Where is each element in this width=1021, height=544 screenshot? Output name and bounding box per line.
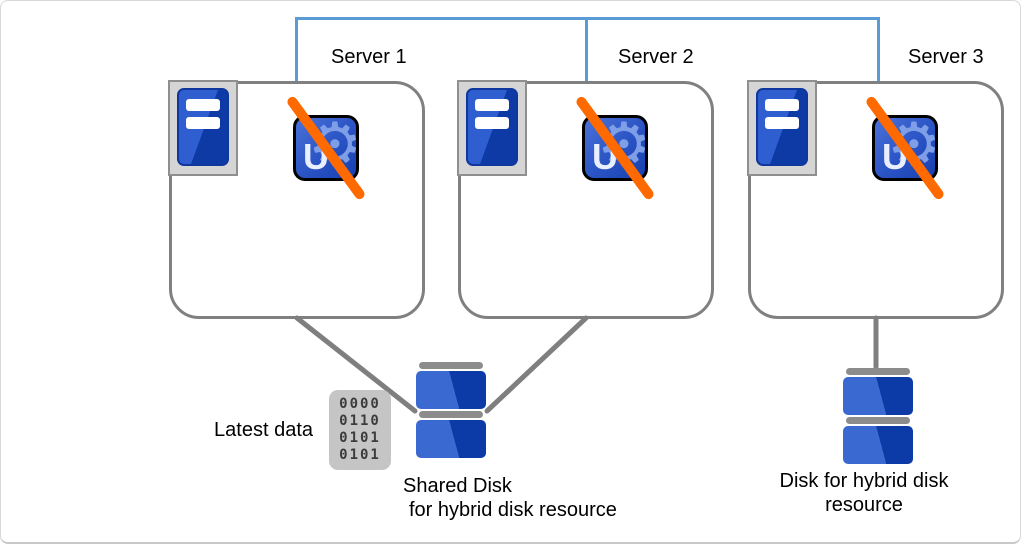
disk-cap — [846, 417, 910, 424]
hybrid-disk-label-line1: Disk for hybrid disk — [779, 470, 949, 492]
stopped-application-icon: ⚙ U — [864, 94, 946, 202]
disk-platter — [843, 377, 913, 415]
latest-data-label: Latest data — [214, 419, 313, 441]
interconnect-horizontal-line — [296, 17, 880, 20]
hybrid-disk-label-line2: resource — [825, 494, 903, 516]
binary-row: 0000 — [339, 396, 381, 412]
server-icon-body — [177, 88, 229, 166]
server-icon-body — [466, 88, 518, 166]
hybrid-disk-icon — [843, 368, 913, 464]
stopped-application-icon: ⚙ U — [574, 94, 656, 202]
connector-server2-shared-disk — [484, 315, 589, 414]
binary-data-icon: 0000 0110 0101 0101 — [329, 390, 391, 470]
server-drive-bar — [765, 99, 799, 111]
server-drive-bar — [186, 117, 220, 129]
disk-cap — [419, 362, 483, 369]
server-drive-bar — [475, 117, 509, 129]
disk-cap — [419, 411, 483, 418]
server1-label: Server 1 — [331, 46, 407, 68]
server1-box: ⚙ U — [168, 80, 425, 319]
disk-platter — [843, 426, 913, 464]
shared-disk-label-line1: Shared Disk — [403, 475, 512, 497]
disk-platter — [416, 371, 486, 409]
shared-disk-label-line2: for hybrid disk resource — [409, 499, 617, 521]
server3-box: ⚙ U — [747, 80, 1004, 319]
hybrid-disk-label: Disk for hybrid disk resource — [734, 469, 994, 517]
server-icon — [168, 80, 238, 176]
binary-row: 0110 — [339, 413, 381, 429]
server-drive-bar — [186, 99, 220, 111]
server3-label: Server 3 — [908, 46, 984, 68]
shared-disk-icon — [416, 362, 486, 458]
server2-box: ⚙ U — [457, 80, 714, 319]
interconnect-drop-server2 — [585, 17, 588, 83]
binary-row: 0101 — [339, 447, 381, 463]
server-icon-body — [756, 88, 808, 166]
server-drive-bar — [475, 99, 509, 111]
server-drive-bar — [765, 117, 799, 129]
interconnect-drop-server1 — [295, 17, 298, 83]
interconnect-drop-server3 — [877, 17, 880, 83]
server-icon — [457, 80, 527, 176]
server2-label: Server 2 — [618, 46, 694, 68]
binary-row: 0101 — [339, 430, 381, 446]
stopped-application-icon: ⚙ U — [285, 94, 367, 202]
shared-disk-label: Shared Disk for hybrid disk resource — [403, 474, 617, 522]
disk-cap — [846, 368, 910, 375]
disk-platter — [416, 420, 486, 458]
server-icon — [747, 80, 817, 176]
